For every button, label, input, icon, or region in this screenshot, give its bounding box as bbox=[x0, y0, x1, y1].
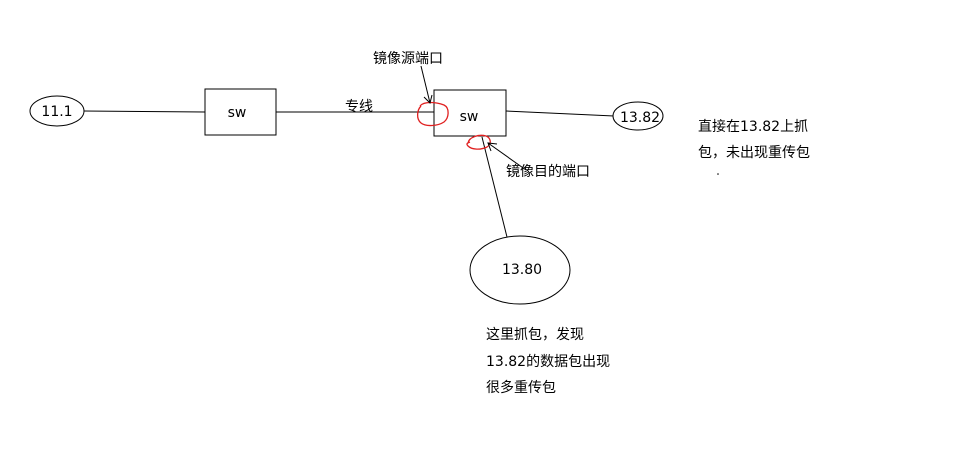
note-13-82-line-2: 包，未出现重传包 bbox=[698, 145, 810, 161]
link-11-1-to-left-sw bbox=[82, 110, 206, 113]
host-11-1: 11.1 bbox=[29, 95, 85, 127]
switch-left: sw bbox=[204, 88, 277, 136]
host-13-82-ellipse bbox=[612, 101, 664, 131]
host-11-1-label: 11.1 bbox=[41, 104, 72, 120]
note-here-line-2: 13.82的数据包出现 bbox=[486, 354, 610, 370]
mirror-source-port-marker bbox=[416, 101, 449, 127]
mirror-dest-arrow bbox=[487, 142, 527, 171]
note-here-line-3: 很多重传包 bbox=[486, 379, 556, 396]
mirror-dest-port-marker bbox=[466, 134, 491, 150]
switch-left-box bbox=[204, 88, 277, 136]
link-right-sw-to-13-82 bbox=[505, 110, 615, 117]
host-13-80: 13.80 bbox=[469, 235, 571, 305]
switch-right-box bbox=[433, 89, 507, 137]
connections bbox=[82, 110, 615, 246]
mirror-source-port-label: 镜像源端口 bbox=[373, 51, 443, 67]
note-capture-here: 这里抓包，发现 13.82的数据包出现 很多重传包 bbox=[486, 326, 610, 396]
switch-left-label: sw bbox=[228, 105, 247, 121]
host-11-1-ellipse bbox=[29, 95, 85, 127]
host-13-80-label: 13.80 bbox=[502, 262, 542, 278]
link-right-sw-to-13-80 bbox=[481, 136, 510, 246]
note-13-82-line-1: 直接在13.82上抓 bbox=[698, 118, 808, 135]
stray-dot bbox=[717, 173, 719, 175]
host-13-82-label: 13.82 bbox=[620, 110, 660, 126]
host-13-82: 13.82 bbox=[612, 101, 664, 131]
host-13-80-ellipse bbox=[469, 235, 571, 305]
switch-right-label: sw bbox=[460, 109, 479, 125]
dedicated-line-label: 专线 bbox=[345, 99, 373, 115]
note-here-line-1: 这里抓包，发现 bbox=[486, 326, 584, 343]
mirror-dest-port-label: 镜像目的端口 bbox=[506, 164, 590, 180]
mirror-source-arrow bbox=[420, 65, 433, 104]
note-capture-on-13-82: 直接在13.82上抓 包，未出现重传包 bbox=[698, 118, 810, 161]
switch-right: sw bbox=[433, 89, 507, 137]
